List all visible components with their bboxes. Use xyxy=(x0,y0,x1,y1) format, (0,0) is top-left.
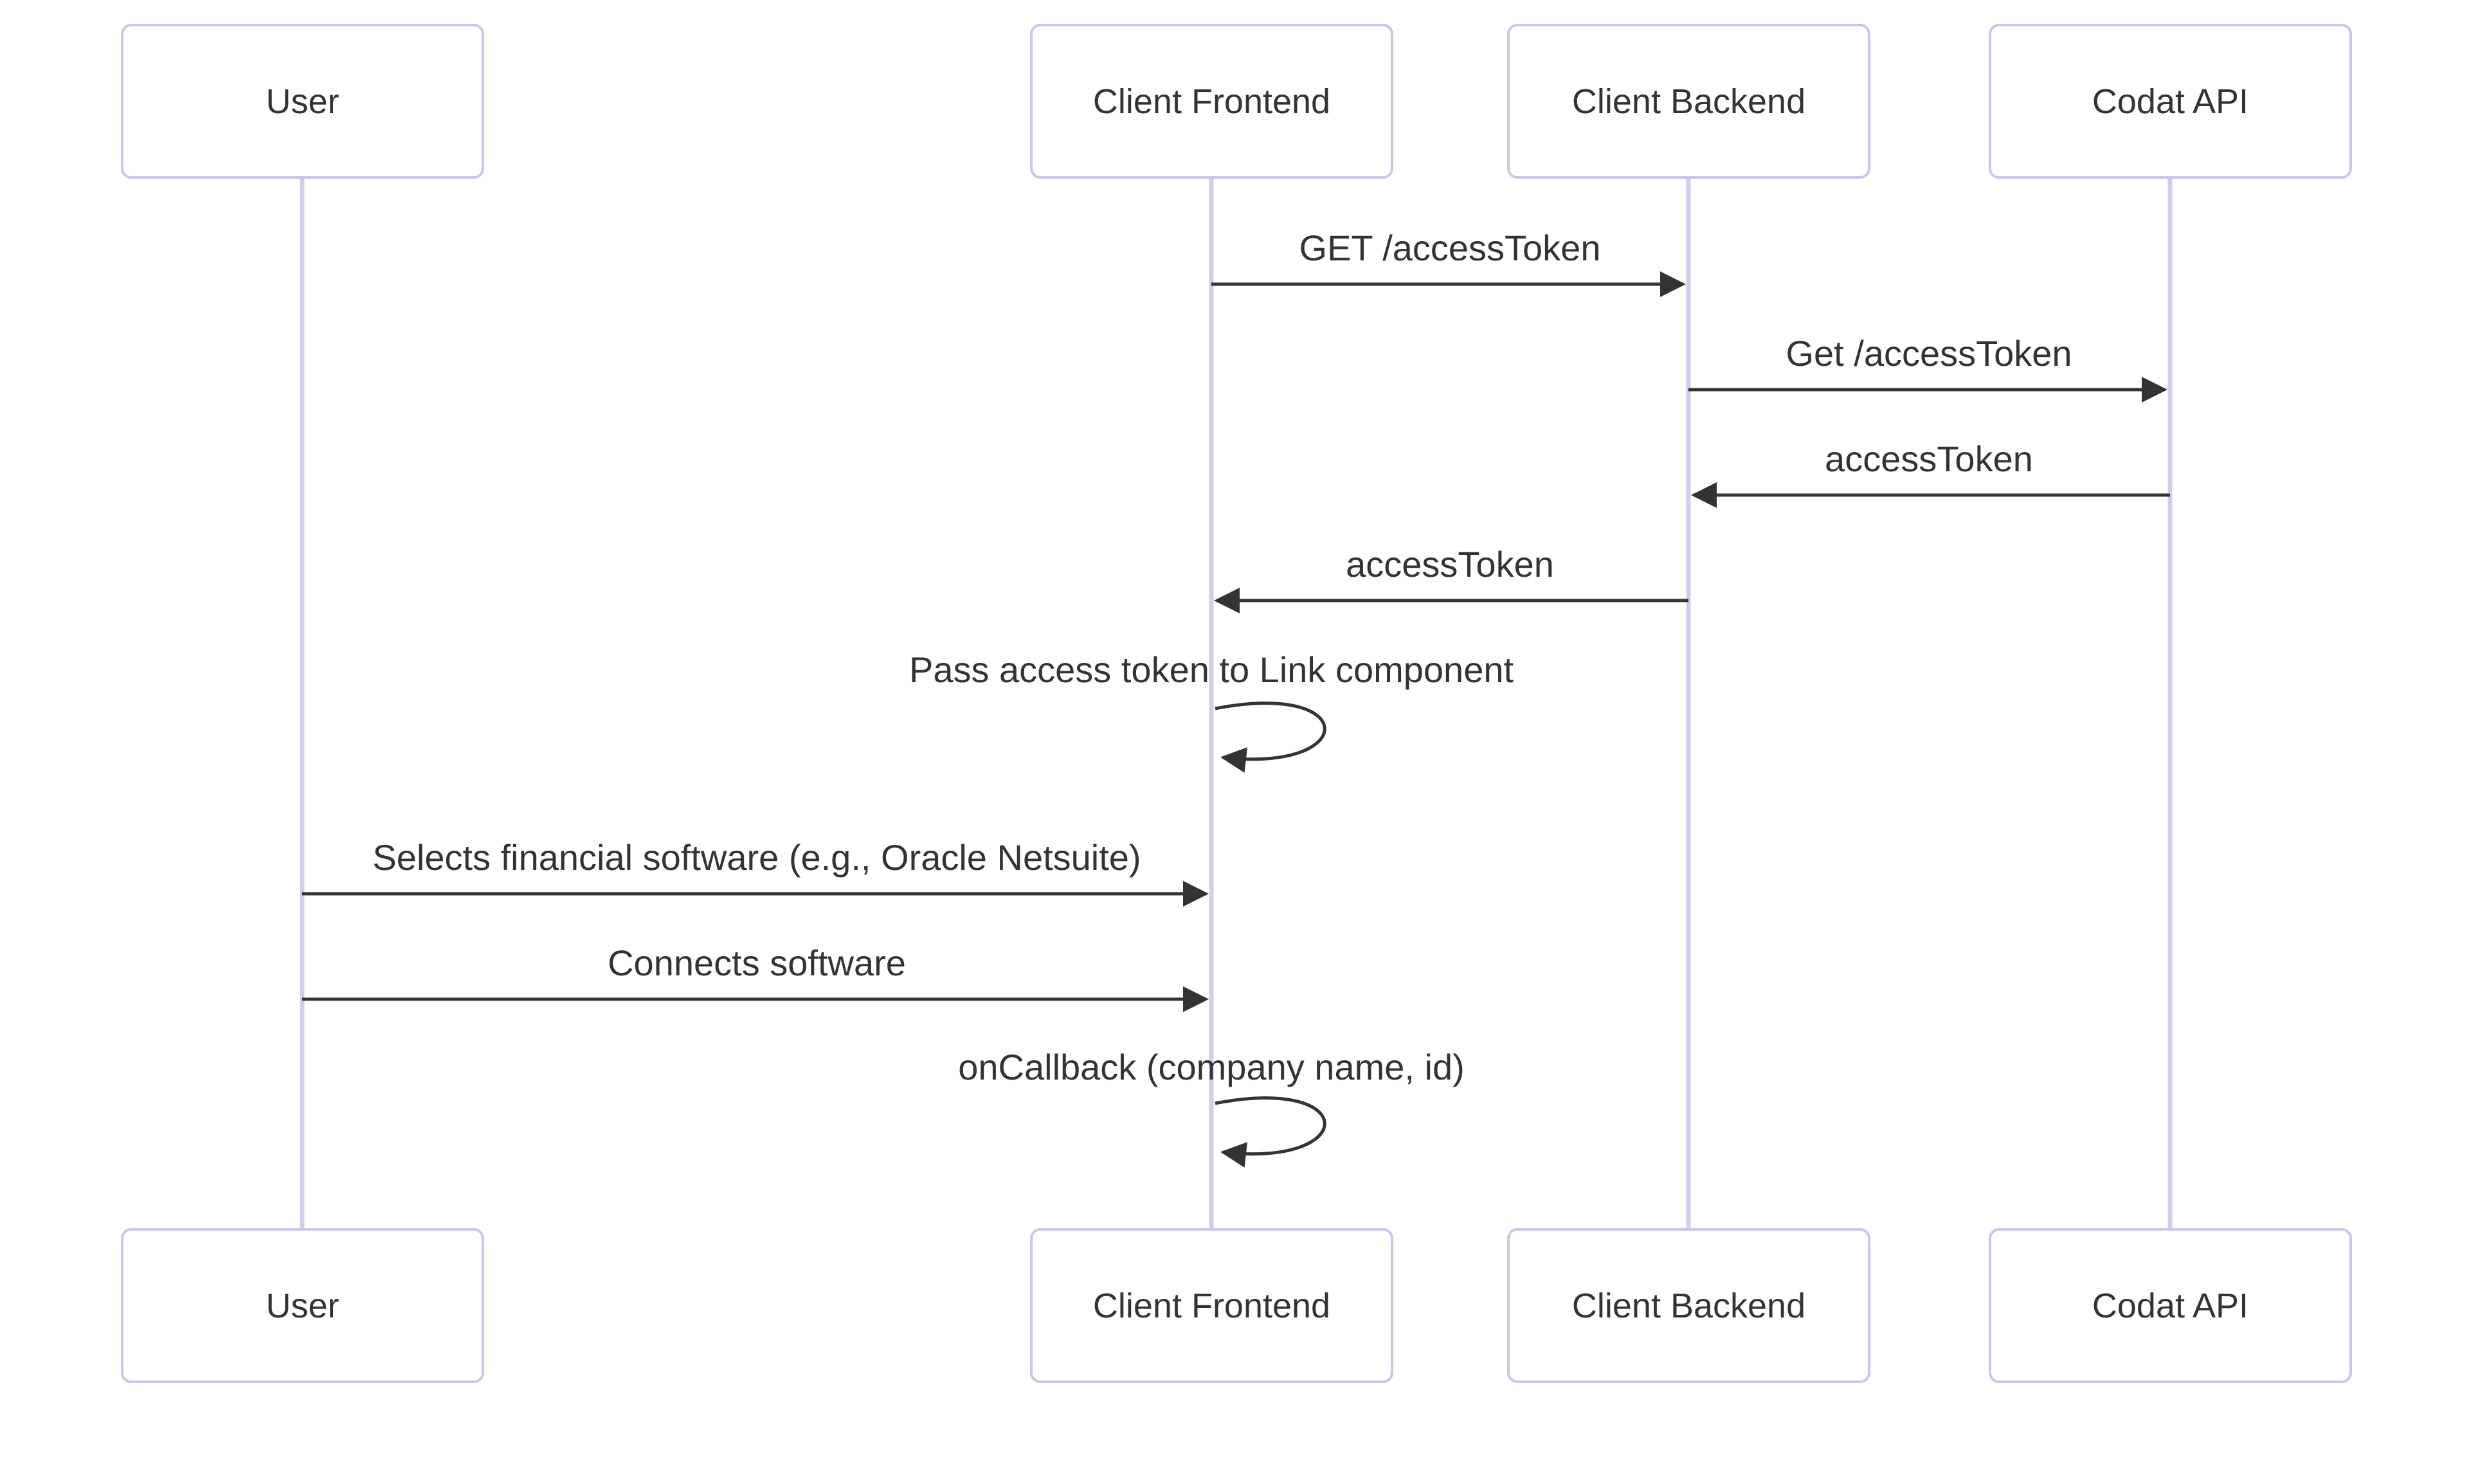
message-label-selects-software: Selects financial software (e.g., Oracle… xyxy=(372,837,1141,878)
actor-label-client-backend-bottom: Client Backend xyxy=(1571,1286,1806,1325)
actor-label-client-frontend: Client Frontend xyxy=(1092,82,1331,121)
actor-box-codat-api-top: Codat API xyxy=(1989,24,2352,179)
message-label-oncallback: onCallback (company name, id) xyxy=(958,1047,1465,1087)
actor-label-user: User xyxy=(266,82,339,121)
actor-label-codat-api: Codat API xyxy=(2092,82,2249,121)
message-label-accesstoken-to-frontend: accessToken xyxy=(1346,544,1554,584)
actor-box-user-top: User xyxy=(121,24,484,179)
self-loop-arrow-oncallback xyxy=(1215,1096,1326,1168)
actor-box-client-frontend-bottom: Client Frontend xyxy=(1030,1228,1393,1383)
actor-label-client-backend: Client Backend xyxy=(1571,82,1806,121)
actor-box-client-frontend-top: Client Frontend xyxy=(1030,24,1393,179)
message-label-connects-software: Connects software xyxy=(608,943,906,983)
message-label-get-accesstoken: GET /accessToken xyxy=(1299,228,1601,268)
actor-box-client-backend-top: Client Backend xyxy=(1507,24,1870,179)
actor-label-client-frontend-bottom: Client Frontend xyxy=(1092,1286,1331,1325)
actor-label-codat-api-bottom: Codat API xyxy=(2092,1286,2249,1325)
message-label-accesstoken-return: accessToken xyxy=(1825,439,2033,479)
actor-box-client-backend-bottom: Client Backend xyxy=(1507,1228,1870,1383)
actor-box-codat-api-bottom: Codat API xyxy=(1989,1228,2352,1383)
actor-label-user-bottom: User xyxy=(266,1286,339,1325)
self-loop-arrow-pass-token xyxy=(1215,701,1326,773)
message-label-pass-token: Pass access token to Link component xyxy=(909,649,1514,690)
message-label-get-accesstoken-codat: Get /accessToken xyxy=(1786,333,2072,374)
actor-box-user-bottom: User xyxy=(121,1228,484,1383)
